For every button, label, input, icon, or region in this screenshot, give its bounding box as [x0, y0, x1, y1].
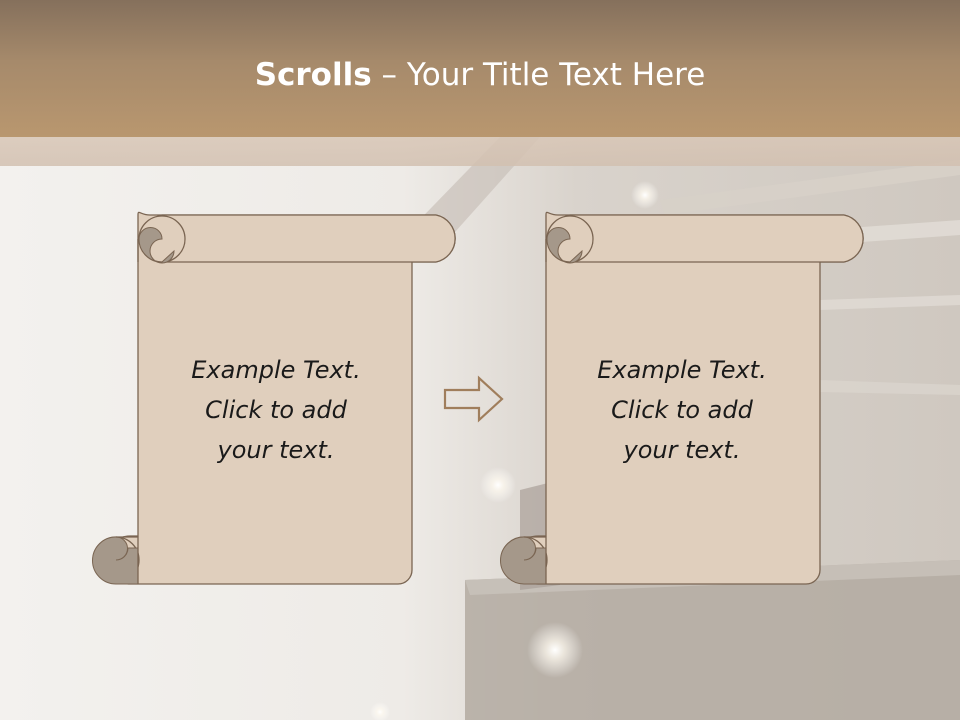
right-outline-arrow-icon [443, 375, 504, 423]
scroll-shape-right[interactable] [498, 210, 868, 590]
scroll-text-line: Click to add [611, 396, 753, 424]
title-separator: – [371, 57, 407, 93]
scroll-text-line: Click to add [205, 396, 347, 424]
scroll-text-line: Example Text. [597, 356, 767, 384]
scroll-text-line: your text. [217, 436, 335, 464]
slide-title[interactable]: Scrolls – Your Title Text Here [0, 52, 960, 98]
scroll-text-line: your text. [623, 436, 741, 464]
scroll-text-left[interactable]: Example Text. Click to add your text. [140, 350, 412, 470]
scroll-shape-left[interactable] [90, 210, 460, 590]
scroll-text-right[interactable]: Example Text. Click to add your text. [546, 350, 818, 470]
title-bold: Scrolls [254, 57, 372, 93]
title-text: Your Title Text Here [406, 57, 706, 93]
scroll-text-line: Example Text. [191, 356, 361, 384]
title-bar [0, 0, 960, 137]
title-band [0, 137, 960, 166]
